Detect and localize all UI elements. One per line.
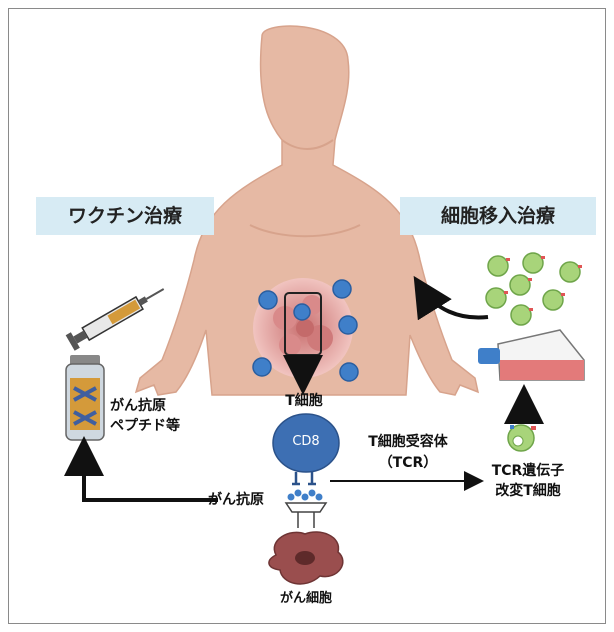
tcr-label-line2: （TCR） xyxy=(348,455,468,472)
vial-icon xyxy=(66,355,104,440)
cancer-cell-label: がん細胞 xyxy=(266,590,346,607)
tcr-modified-t-cell-label-line2: 改変T細胞 xyxy=(478,483,578,500)
cancer-antigen-peptide-label-line1: がん抗原 xyxy=(110,398,166,415)
cultured-t-cells xyxy=(486,253,580,325)
cancer-cell-nucleus xyxy=(295,551,315,565)
tcr-modified-t-cell-label-line1: TCR遺伝子 xyxy=(478,463,578,480)
vaccine-therapy-label: ワクチン治療 xyxy=(36,197,214,235)
tcr-modified-t-cell xyxy=(508,425,536,451)
syringe-icon xyxy=(66,281,169,351)
culture-flask-icon xyxy=(478,330,584,380)
cd8-label: CD8 xyxy=(282,433,330,450)
t-cell-label: T細胞 xyxy=(268,393,340,410)
antigen-to-vial-arrow xyxy=(84,448,218,500)
cell-transfer-therapy-label: 細胞移入治療 xyxy=(400,197,596,235)
cancer-antigen-molecules xyxy=(286,490,326,529)
tcr-label-line1: T細胞受容体 xyxy=(348,434,468,451)
cancer-antigen-label: がん抗原 xyxy=(208,492,264,509)
cancer-antigen-peptide-label-line2: ペプチド等 xyxy=(110,418,180,435)
